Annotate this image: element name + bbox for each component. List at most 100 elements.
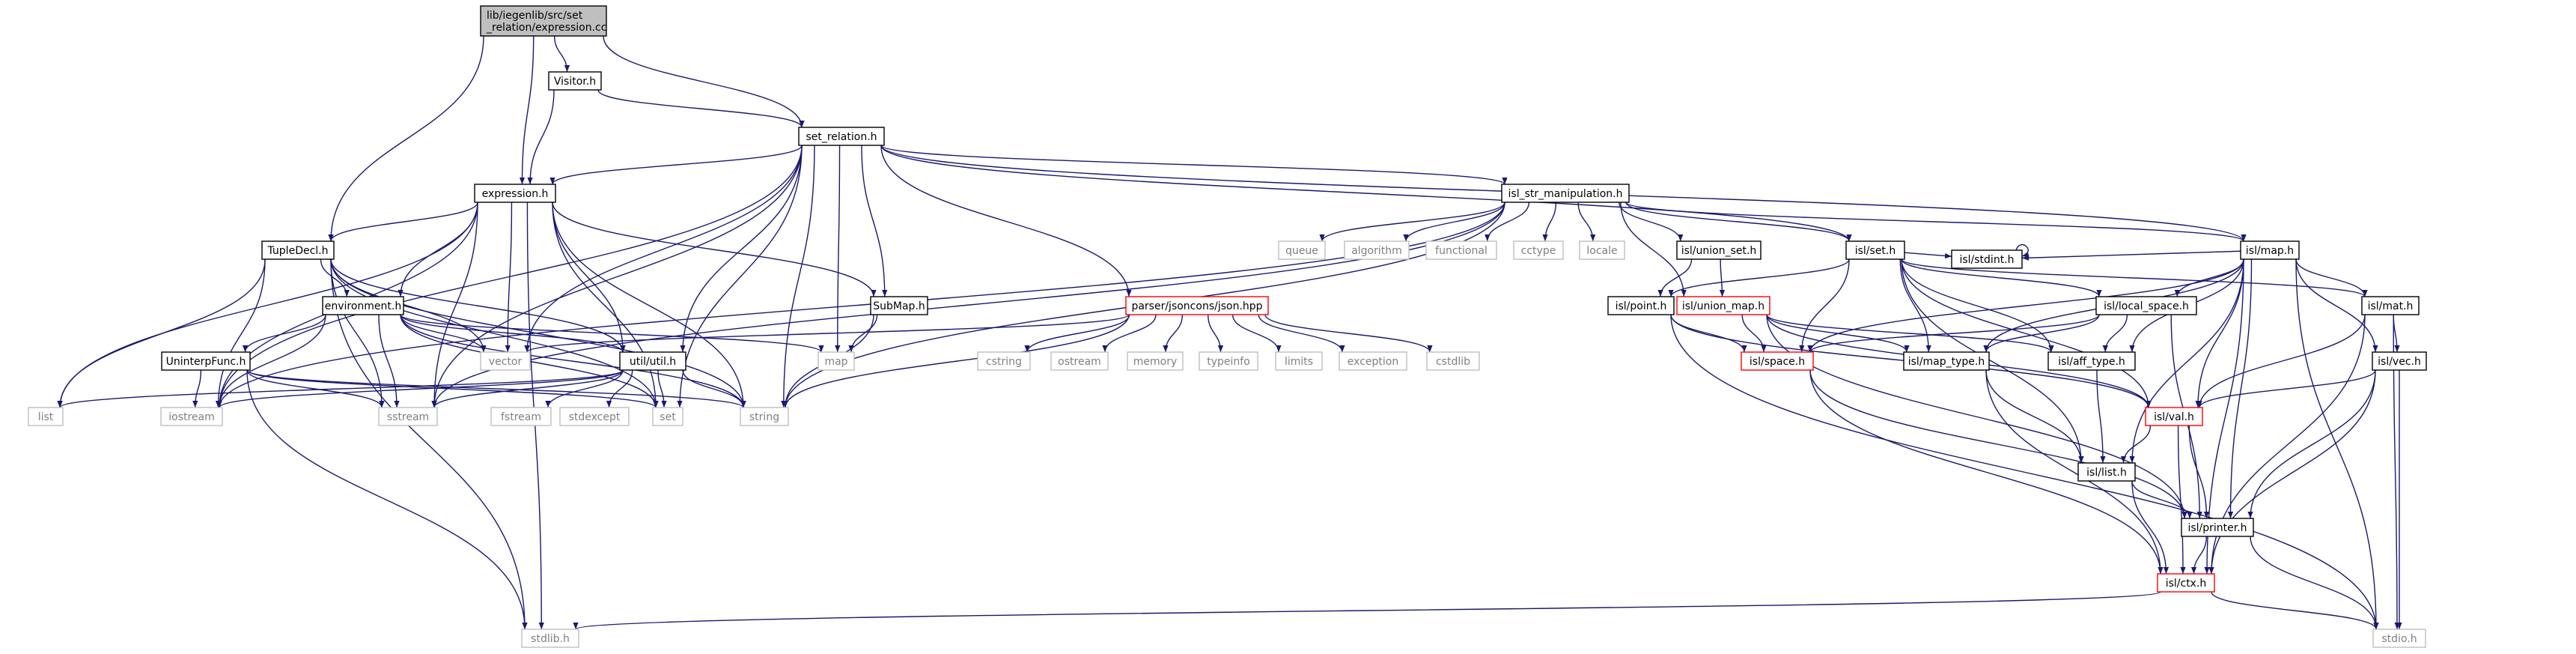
node-box-isl_space_h <box>1741 351 1814 371</box>
node-isl_aff_type_h[interactable]: isl/aff_type.h <box>2047 351 2136 371</box>
node-isl_map_h[interactable]: isl/map.h <box>2240 240 2300 260</box>
node-expression_h[interactable]: expression.h <box>474 184 556 203</box>
edge-util_h-to-stdexcept <box>606 369 633 408</box>
node-box-isl_map_type_h <box>1903 351 1990 371</box>
edge-expression_h-to-submap_h <box>552 202 877 297</box>
node-box-isl_point_h <box>1607 296 1675 315</box>
edge-set_relation_h-to-json_hpp <box>880 145 1132 297</box>
node-label-functional: functional <box>1435 245 1488 257</box>
node-box-isl_local_space_h <box>2095 296 2197 315</box>
edge-isl_vec_h-to-isl_ctx_h <box>2208 369 2376 575</box>
edge-util_h-to-set <box>657 369 667 408</box>
node-uninterpfunc_h[interactable]: UninterpFunc.h <box>161 351 251 371</box>
node-label-stdio_h: stdio.h <box>2381 633 2417 645</box>
edge-isl_union_map_h-to-isl_aff_type_h <box>1766 314 2054 353</box>
edge-environment_h-to-iostream <box>216 314 326 408</box>
edge-isl_union_set_h-to-isl_point_h <box>1657 258 1693 297</box>
edge-isl_mat_h-to-isl_val_h <box>2196 314 2366 408</box>
node-isl_vec_h[interactable]: isl/vec.h <box>2372 351 2427 371</box>
node-label-expression_h: expression.h <box>482 188 549 200</box>
node-functional: functional <box>1425 240 1497 260</box>
node-box-cstdlib <box>1426 351 1480 371</box>
node-cstring: cstring <box>977 351 1031 371</box>
edge-json_hpp-to-typeinfo <box>1208 314 1224 353</box>
node-label-submap_h: SubMap.h <box>873 300 925 312</box>
node-environment_h[interactable]: environment.h <box>322 296 404 315</box>
node-label-isl_aff_type_h: isl/aff_type.h <box>2058 356 2125 368</box>
node-label-cctype: cctype <box>1521 245 1556 257</box>
node-label-util_h: util/util.h <box>630 356 676 368</box>
edge-json_hpp-to-cstdlib <box>1264 314 1433 353</box>
node-box-isl_str_manipulation_h <box>1501 184 1630 203</box>
node-label-list: list <box>38 411 54 423</box>
edge-isl_map_h-to-isl_vec_h <box>2295 258 2378 353</box>
edge-json_hpp-to-vector <box>524 314 1130 353</box>
node-root[interactable]: lib/iegenlib/src/set_relation/expression… <box>480 5 607 37</box>
node-isl_local_space_h[interactable]: isl/local_space.h <box>2095 296 2197 315</box>
node-label-tupledecl_h: TupleDecl.h <box>267 245 329 257</box>
edge-uninterpfunc_h-to-iostream <box>192 369 202 408</box>
node-isl_printer_h[interactable]: isl/printer.h <box>2181 518 2254 537</box>
edge-isl_map_h-to-stdio_h <box>2295 258 2379 630</box>
node-isl_union_set_h[interactable]: isl/union_set.h <box>1676 240 1762 260</box>
edge-isl_union_map_h-to-isl_printer_h <box>1766 314 2187 519</box>
edge-isl_printer_h-to-stdio_h <box>2250 536 2379 630</box>
node-box-list <box>28 407 64 426</box>
node-tupledecl_h[interactable]: TupleDecl.h <box>261 240 335 260</box>
edge-isl_set_h-to-isl_stdint_h <box>1904 252 1952 259</box>
node-box-memory <box>1127 351 1184 371</box>
edge-expression_h-to-tupledecl_h <box>328 202 478 242</box>
node-cstdlib: cstdlib <box>1426 351 1480 371</box>
node-label-isl_local_space_h: isl/local_space.h <box>2104 300 2189 312</box>
node-set_relation_h[interactable]: set_relation.h <box>798 127 885 146</box>
edge-set_relation_h-to-string <box>781 145 815 408</box>
edge-uninterpfunc_h-to-string <box>246 369 746 408</box>
node-box-isl_stdint_h <box>1951 249 2023 269</box>
node-isl_str_manipulation_h[interactable]: isl_str_manipulation.h <box>1501 184 1630 203</box>
node-isl_space_h[interactable]: isl/space.h <box>1741 351 1814 371</box>
edge-isl_local_space_h-to-isl_space_h <box>1807 314 2100 353</box>
node-box-isl_set_h <box>1845 240 1905 260</box>
edge-isl_space_h-to-isl_ctx_h <box>1809 369 2164 575</box>
node-label-visitor_h: Visitor.h <box>554 76 596 88</box>
node-label-limits: limits <box>1285 356 1313 368</box>
edge-isl_val_h-to-isl_printer_h <box>2188 425 2210 519</box>
edge-environment_h-to-string <box>400 314 746 408</box>
node-isl_mat_h[interactable]: isl/mat.h <box>2361 296 2420 315</box>
node-label-set_relation_h: set_relation.h <box>806 131 877 143</box>
node-util_h[interactable]: util/util.h <box>619 351 686 371</box>
node-isl_union_map_h[interactable]: isl/union_map.h <box>1676 296 1770 315</box>
edge-isl_map_h-to-isl_printer_h <box>2227 258 2253 519</box>
node-json_hpp[interactable]: parser/jsoncons/json.hpp <box>1125 296 1269 315</box>
node-label-cstring: cstring <box>986 356 1022 368</box>
edge-tupledecl_h-to-sstream <box>330 258 385 408</box>
edge-isl_str_manipulation_h-to-locale <box>1577 202 1596 242</box>
node-isl_val_h[interactable]: isl/val.h <box>2145 407 2203 426</box>
node-queue: queue <box>1278 240 1326 260</box>
node-box-isl_map_h <box>2240 240 2300 260</box>
node-isl_point_h[interactable]: isl/point.h <box>1607 296 1675 315</box>
node-typeinfo: typeinfo <box>1199 351 1258 371</box>
node-memory: memory <box>1127 351 1184 371</box>
node-submap_h[interactable]: SubMap.h <box>870 296 928 315</box>
node-box-submap_h <box>870 296 928 315</box>
node-isl_stdint_h[interactable]: isl/stdint.h <box>1951 249 2023 269</box>
node-box-expression_h <box>474 184 556 203</box>
node-visitor_h[interactable]: Visitor.h <box>548 71 602 91</box>
node-isl_list_h[interactable]: isl/list.h <box>2077 462 2136 482</box>
node-isl_map_type_h[interactable]: isl/map_type.h <box>1903 351 1990 371</box>
node-label-isl_printer_h: isl/printer.h <box>2187 522 2247 534</box>
node-box-typeinfo <box>1199 351 1258 371</box>
edge-tupledecl_h-to-set <box>330 258 659 408</box>
edge-json_hpp-to-ostream <box>1102 314 1157 353</box>
edge-set_relation_h-to-set <box>677 145 803 408</box>
node-box-locale <box>1579 240 1625 260</box>
node-label-uninterpfunc_h: UninterpFunc.h <box>166 356 246 368</box>
edge-isl_stdint_h-to-isl_stdint_h <box>2015 244 2030 257</box>
node-isl_set_h[interactable]: isl/set.h <box>1845 240 1905 260</box>
node-box-sstream <box>378 407 438 426</box>
node-box-tupledecl_h <box>261 240 335 260</box>
node-isl_ctx_h[interactable]: isl/ctx.h <box>2157 573 2215 593</box>
edge-tupledecl_h-to-iostream <box>215 258 266 408</box>
